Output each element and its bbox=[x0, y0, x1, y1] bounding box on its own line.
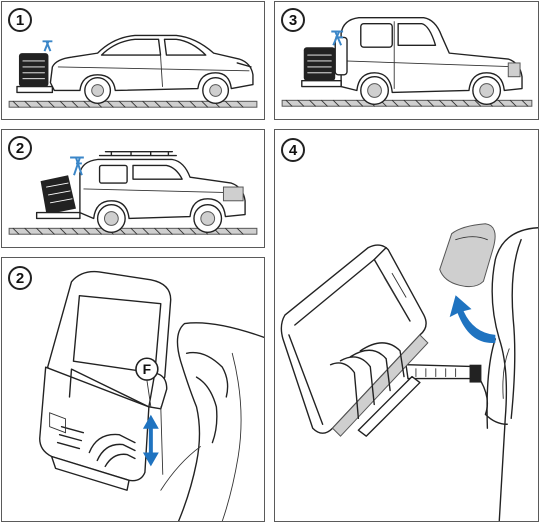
jeep-car bbox=[80, 152, 245, 233]
suv-illustration bbox=[275, 2, 538, 119]
liftgate-open bbox=[440, 224, 495, 287]
tilt-illustration bbox=[275, 130, 538, 521]
step-panel-2: 2 bbox=[1, 129, 265, 248]
sedan-car bbox=[50, 35, 253, 103]
ground-hatch bbox=[9, 228, 257, 234]
step-panel-1: 1 bbox=[1, 1, 265, 120]
swing-arrow bbox=[450, 295, 496, 343]
cargo-carrier-tilted bbox=[37, 175, 80, 218]
step-badge-2b: 2 bbox=[8, 266, 32, 290]
carrier-detail-illustration: F bbox=[2, 258, 264, 521]
cargo-carrier bbox=[17, 53, 52, 92]
step-panel-4: 4 bbox=[274, 129, 539, 522]
callout-f-label: F bbox=[143, 361, 151, 377]
step-panel-2-detail: 2 F bbox=[1, 257, 265, 522]
step-badge-4: 4 bbox=[281, 138, 305, 162]
lift-handle bbox=[70, 158, 84, 176]
step-badge-1: 1 bbox=[8, 8, 32, 32]
lift-handle bbox=[43, 41, 53, 51]
jeep-illustration bbox=[2, 130, 264, 247]
cargo-carrier-tilted bbox=[281, 245, 427, 436]
cargo-carrier bbox=[302, 47, 341, 86]
sedan-illustration bbox=[2, 2, 264, 119]
step-badge-3: 3 bbox=[281, 8, 305, 32]
step-badge-2: 2 bbox=[8, 136, 32, 160]
suv-car bbox=[335, 18, 522, 105]
vehicle-bumper bbox=[161, 323, 264, 521]
step-panel-3: 3 bbox=[274, 1, 539, 120]
